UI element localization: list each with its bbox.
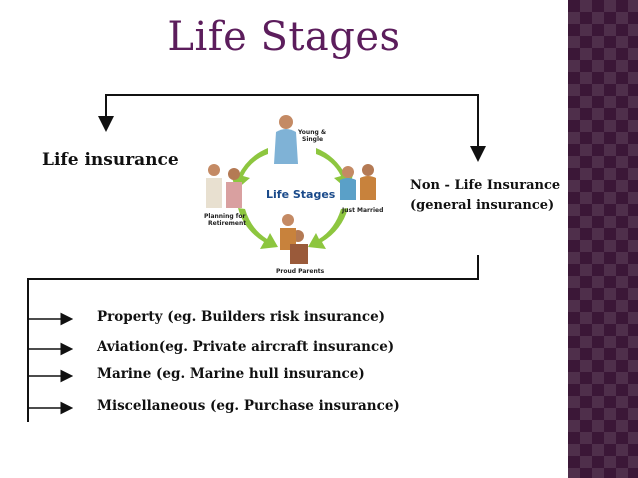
person-young-single-icon — [274, 115, 298, 164]
person-proud-parents-icon — [280, 214, 308, 264]
label-proud-parents: Proud Parents — [276, 268, 325, 275]
life-insurance-label: Life insurance — [42, 150, 179, 170]
non-life-line-2: (general insurance) — [410, 198, 555, 213]
center-label: Life Stages — [266, 188, 336, 201]
non-life-line-1: Non - Life Insurance — [410, 178, 561, 193]
decorative-side-panel — [568, 0, 638, 478]
non-life-insurance-label: Non - Life Insurance (general insurance) — [410, 176, 560, 216]
list-item-miscellaneous: Miscellaneous (eg. Purchase insurance) — [97, 398, 400, 414]
list-item-marine: Marine (eg. Marine hull insurance) — [97, 366, 365, 382]
label-young: Young & — [297, 129, 326, 136]
connector-lines — [27, 94, 486, 422]
slide-title: Life Stages — [167, 14, 401, 60]
bottom-bracket-line — [27, 255, 479, 422]
label-retirement: Retirement — [208, 220, 246, 227]
label-just-married: Just Married — [341, 207, 383, 214]
person-just-married-icon — [340, 164, 376, 200]
list-item-aviation: Aviation(eg. Private aircraft insurance) — [97, 339, 395, 355]
label-planning: Planning for — [204, 213, 245, 220]
life-stages-illustration: Life Stages Young & Single Just Married … — [204, 115, 383, 275]
person-retirement-icon — [206, 164, 242, 208]
list-item-property: Property (eg. Builders risk insurance) — [97, 309, 386, 325]
label-single: Single — [302, 136, 323, 143]
